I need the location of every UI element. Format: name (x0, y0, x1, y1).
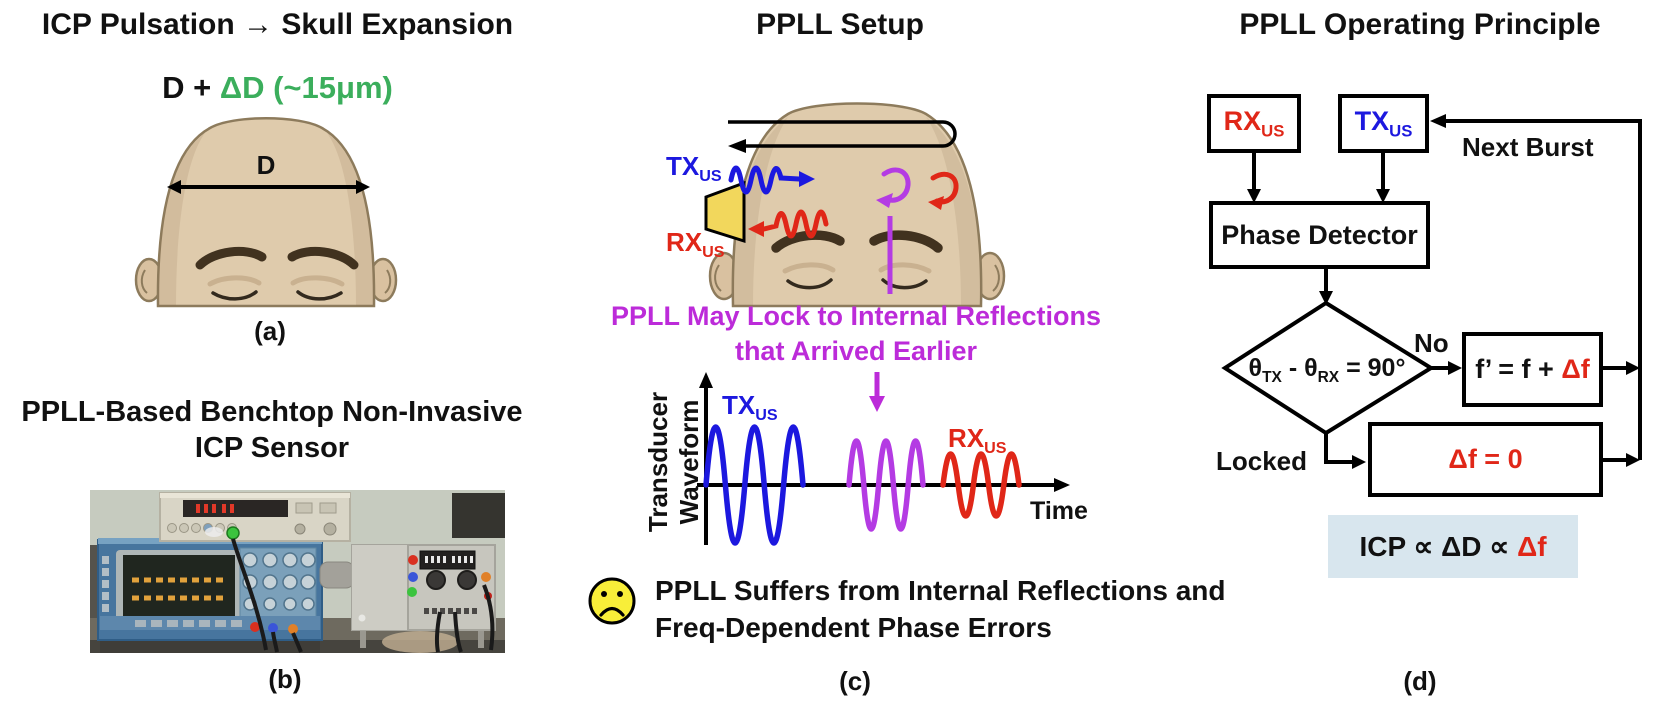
rx-us-label: RXUS (666, 227, 725, 262)
lock-note-line2: that Arrived Earlier (734, 336, 978, 366)
decision-diamond (1221, 300, 1435, 436)
waveform-y-axis-label: Transducer Waveform (643, 391, 704, 533)
rx-us-block: RXUS (1207, 94, 1301, 153)
panel-b-title-line2: ICP Sensor (194, 432, 350, 464)
phase-detector-block: Phase Detector (1209, 201, 1430, 269)
flowchart-arrowheads (1247, 114, 1640, 469)
waveform-time-label: Time (1030, 497, 1088, 525)
tx-us-label: TXUS (666, 151, 722, 186)
caption-b: (b) (268, 664, 302, 694)
icp-relation-box: ICP ∝ ΔD ∝ Δf (1328, 515, 1578, 578)
rx-burst-wave (940, 451, 1022, 519)
reflection-arrow-purple-icon (876, 167, 911, 208)
waveform-tx-label: TXUS (722, 390, 778, 425)
tx-wave-arrow-icon (728, 165, 815, 195)
caption-d: (d) (1403, 666, 1437, 696)
skull-diameter-arrow-icon (167, 180, 370, 194)
transducer-icon (704, 180, 746, 244)
caption-c: (c) (839, 666, 871, 696)
head-illustration-c (708, 102, 1006, 308)
delta-f-zero-block: Δf = 0 (1368, 422, 1603, 497)
diameter-label: D (256, 150, 276, 180)
panel-c-title: PPLL Setup (756, 8, 924, 41)
caption-a: (a) (254, 316, 286, 346)
flowchart-connectors (1252, 119, 1642, 464)
suffers-note-line1: PPLL Suffers from Internal Reflections a… (655, 575, 1226, 606)
waveform-rx-label: RXUS (948, 423, 1007, 458)
lock-point-arrow-icon (869, 372, 885, 412)
panel-d-title: PPLL Operating Principle (1239, 8, 1601, 41)
dimension-base: D + (162, 70, 220, 105)
panel-b-title-line1: PPLL-Based Benchtop Non-Invasive (21, 396, 523, 428)
panel-a-title: ICP Pulsation → Skull Expansion (41, 8, 514, 41)
skull-dimension-label: D + ΔD (~15μm) (15, 70, 540, 106)
suffers-note-line2: Freq-Dependent Phase Errors (655, 612, 1052, 643)
photo-benchtop-setup (90, 490, 505, 653)
no-label: No (1414, 328, 1449, 358)
rx-wave-arrow-icon (748, 209, 829, 239)
freq-update-block: f’ = f + Δf (1462, 332, 1603, 407)
tx-us-block: TXUS (1338, 94, 1429, 153)
dimension-delta: ΔD (~15μm) (219, 70, 393, 105)
lock-note-line1: PPLL May Lock to Internal Reflections (610, 301, 1102, 331)
reflection-burst-wave (846, 438, 926, 532)
phase-condition-label: θTX - θRX = 90° (1248, 354, 1406, 386)
locked-label: Locked (1216, 446, 1308, 476)
tx-burst-wave (703, 424, 806, 546)
reflection-arrow-red-icon (928, 171, 959, 210)
head-illustration-a (134, 117, 398, 308)
next-burst-label: Next Burst (1462, 132, 1594, 162)
sad-face-icon (588, 577, 636, 625)
echo-path-arrow-icon (728, 120, 957, 153)
